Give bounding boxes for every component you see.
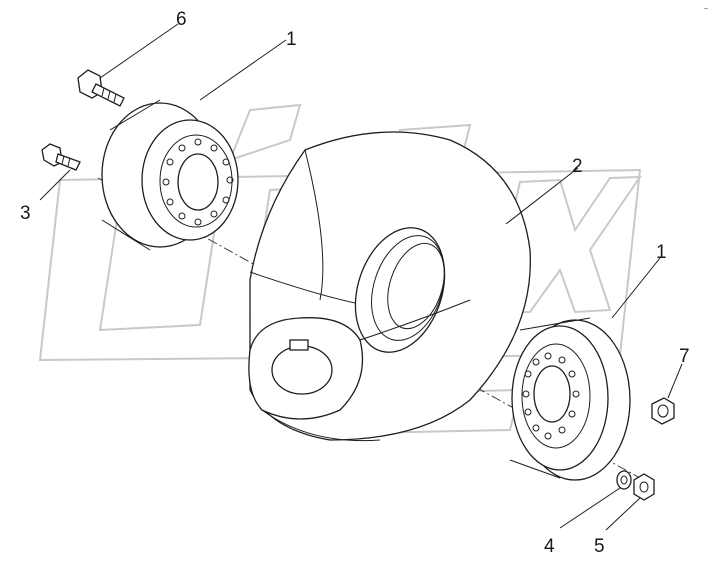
callout-1-top: 1 [286, 29, 297, 50]
rim-right-bolt-holes [522, 352, 580, 440]
leader-lines [39, 23, 683, 531]
callout-1-right: 1 [656, 242, 667, 263]
leader-7 [667, 363, 683, 399]
leader-1-top [199, 39, 287, 101]
nut-part-5 [633, 473, 655, 501]
bolt-part-6 [77, 69, 125, 107]
leader-5 [605, 497, 641, 531]
bolt-part-3 [41, 143, 81, 171]
rim-right-part-1 [509, 317, 631, 481]
leader-6 [99, 23, 179, 79]
corner-mark: – [704, 5, 708, 12]
leader-3 [39, 169, 71, 201]
leader-1-right [611, 257, 661, 319]
nut-part-7 [651, 397, 675, 425]
leader-2 [505, 167, 579, 225]
leader-4 [559, 487, 621, 529]
callout-7: 7 [679, 346, 690, 367]
rim-left-bolt-holes [162, 138, 234, 226]
callout-4: 4 [544, 536, 555, 557]
callout-6: 6 [176, 9, 187, 30]
callout-5: 5 [594, 536, 605, 557]
washer-part-4 [616, 470, 632, 490]
callout-3: 3 [20, 203, 31, 224]
tire-part-2 [248, 131, 532, 442]
rim-left-part-1 [101, 99, 239, 251]
callout-2: 2 [572, 156, 583, 177]
